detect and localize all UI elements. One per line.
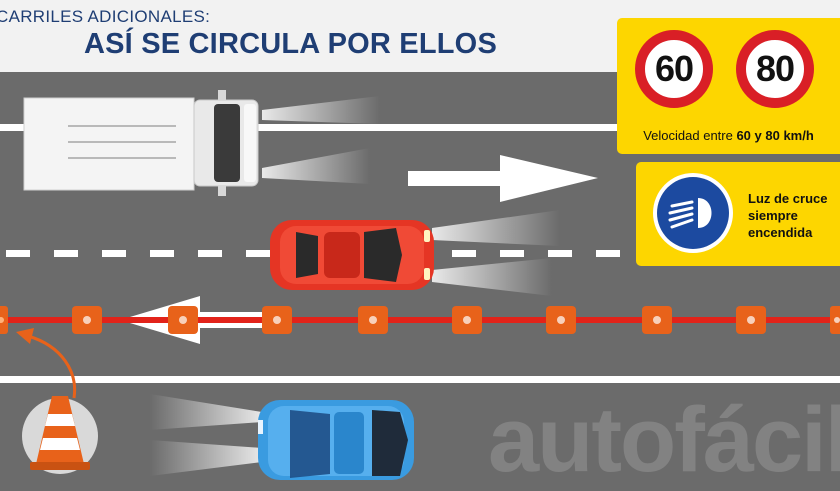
lane-line-bottom (0, 376, 840, 383)
red-car-headlight-beams (432, 210, 560, 296)
headlights-panel: Luz de cruce siempre encendida (636, 162, 840, 266)
headlights-caption-line3: encendida (748, 225, 813, 240)
lane-divider-line (0, 317, 840, 323)
headlights-caption-line1: Luz de cruce (748, 191, 828, 206)
pre-title: CARRILES ADICIONALES: (0, 7, 211, 26)
lane-divider-studs (0, 306, 840, 334)
truck-headlight-beams (262, 96, 380, 184)
speed-sign-high: 80 (736, 30, 814, 108)
speed-caption-range: 60 y 80 km/h (736, 128, 814, 143)
traffic-cone-icon (22, 396, 98, 474)
watermark-logo: autofácil (488, 389, 840, 491)
speed-caption: Velocidad entre 60 y 80 km/h (617, 128, 840, 143)
low-beam-headlight-icon (653, 173, 733, 253)
headlights-caption-line2: siempre (748, 208, 798, 223)
cone-move-arrow-icon (27, 334, 77, 399)
dashed-lane-line (6, 250, 620, 257)
headlights-caption: Luz de cruce siempre encendida (748, 190, 827, 241)
speed-sign-low-value: 60 (654, 48, 694, 89)
speed-sign-low: 60 (635, 30, 713, 108)
cone-move-arrowhead (16, 328, 34, 344)
speed-sign-high-value: 80 (755, 48, 795, 89)
speed-caption-prefix: Velocidad entre (643, 128, 737, 143)
blue-car-headlight-beams (150, 394, 262, 476)
lane-line-top (0, 124, 640, 131)
speed-limit-panel: 60 80 Velocidad entre 60 y 80 km/h (617, 18, 840, 154)
page-title: ASÍ SE CIRCULA POR ELLOS (84, 28, 497, 60)
blue-car (258, 400, 414, 480)
truck (23, 90, 259, 196)
red-car (270, 220, 434, 290)
arrow-right-icon (408, 155, 598, 202)
